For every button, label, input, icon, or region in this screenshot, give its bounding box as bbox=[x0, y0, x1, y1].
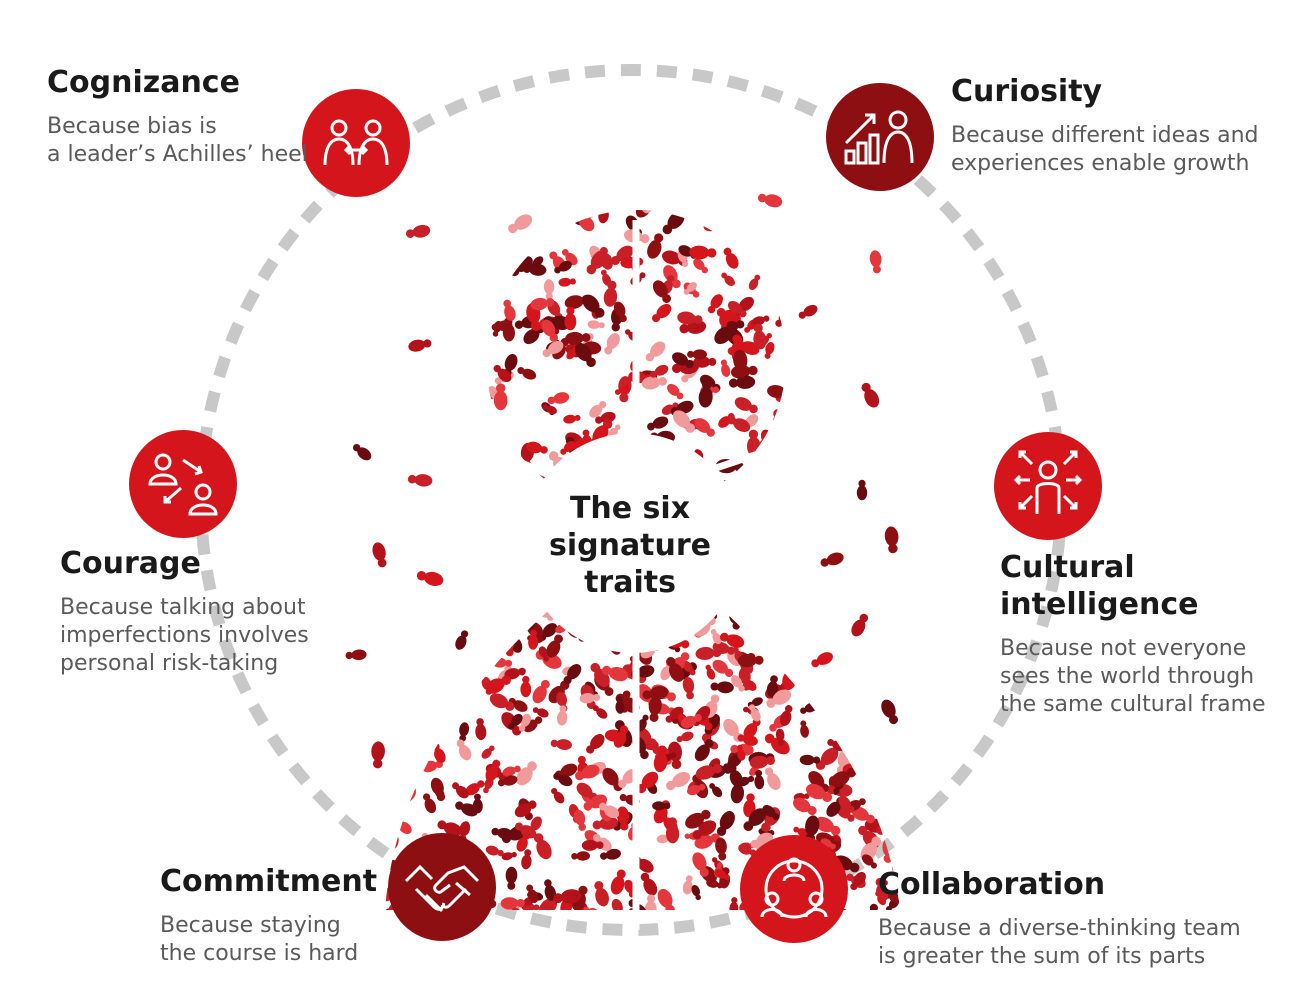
team-network-icon bbox=[740, 835, 848, 943]
trait-title: Curiosity bbox=[951, 74, 1103, 109]
center-line: The six bbox=[569, 491, 691, 526]
center-label: The six signature traits bbox=[530, 490, 730, 601]
trait-description: Because different ideas and experiences … bbox=[951, 123, 1259, 176]
trait-commitment: Commitment Because staying the course is… bbox=[160, 863, 377, 968]
trait-description: Because bias is a leader’s Achilles’ hee… bbox=[47, 114, 308, 167]
handshake-icon bbox=[388, 833, 496, 941]
person-outward-arrows-icon bbox=[994, 432, 1102, 540]
center-line: signature bbox=[548, 528, 712, 563]
trait-title: Courage bbox=[60, 546, 201, 581]
center-line: traits bbox=[584, 565, 676, 600]
trait-collaboration: Collaboration Because a diverse-thinking… bbox=[878, 866, 1241, 971]
center-circle bbox=[523, 433, 743, 653]
trait-title: Cognizance bbox=[47, 65, 240, 100]
trait-courage: Courage Because talking about imperfecti… bbox=[60, 545, 309, 678]
trait-cognizance: Cognizance Because bias is a leader’s Ac… bbox=[47, 64, 308, 169]
trait-description: Because a diverse-thinking team is great… bbox=[878, 916, 1241, 969]
trait-cultural-intelligence: Cultural intelligence Because not everyo… bbox=[1000, 549, 1266, 719]
scattered-figures bbox=[345, 193, 899, 769]
people-swap-arrows-icon bbox=[129, 430, 237, 538]
growth-chart-person-icon bbox=[826, 83, 934, 191]
trait-description: Because not everyone sees the world thro… bbox=[1000, 636, 1266, 717]
trait-title: Commitment bbox=[160, 864, 378, 899]
trait-title: Collaboration bbox=[878, 867, 1106, 902]
trait-curiosity: Curiosity Because different ideas and ex… bbox=[951, 73, 1259, 178]
trait-description: Because talking about imperfections invo… bbox=[60, 595, 309, 676]
trait-title: Cultural intelligence bbox=[1000, 550, 1199, 622]
trait-description: Because staying the course is hard bbox=[160, 913, 359, 966]
two-people-exchange-icon bbox=[302, 89, 410, 197]
